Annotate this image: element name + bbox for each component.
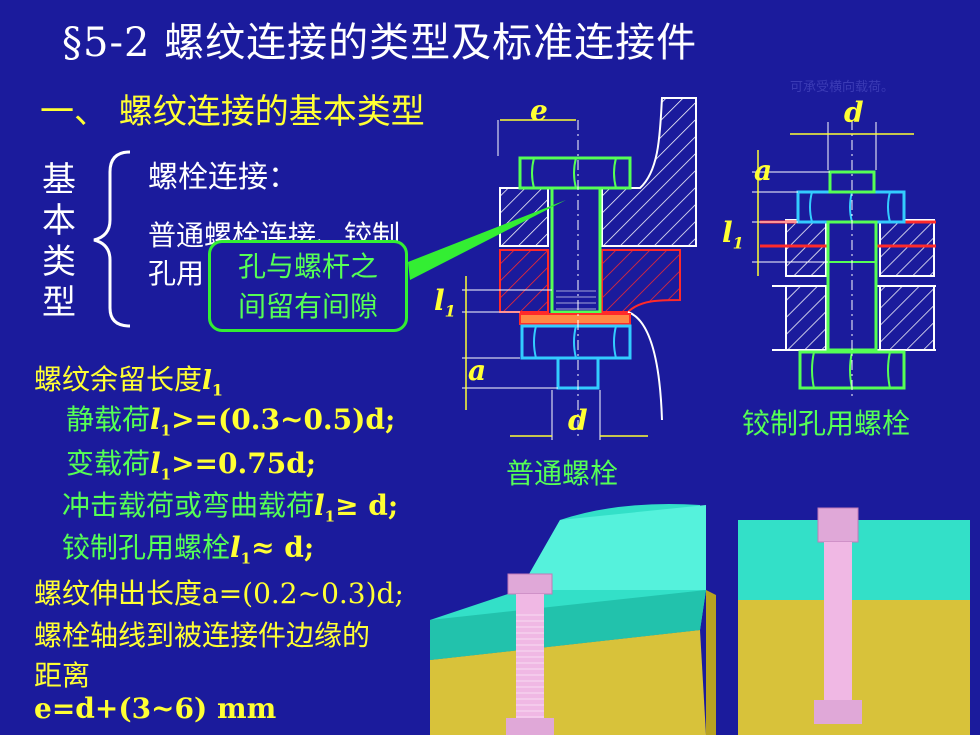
edge-distance-line1: 螺栓轴线到被连接件边缘的 — [34, 619, 371, 652]
edge-distance-line2: 距离 — [34, 659, 91, 692]
callout-pointer — [408, 200, 566, 280]
render-reamed-bolt — [738, 507, 970, 735]
label-d-reamed: d — [844, 96, 864, 129]
vertical-category-label: 基本类型 — [42, 160, 76, 323]
nut — [520, 324, 632, 360]
reamed-bolt-drawing — [752, 120, 936, 400]
label-a-reamed: a — [754, 154, 773, 187]
label-a-common: a — [468, 354, 487, 387]
washer — [519, 313, 631, 325]
bolt-connection-heading: 螺栓连接： — [148, 160, 298, 195]
variable-load-rule: 变载荷l1>=0.75d; — [66, 447, 317, 484]
thread-protrusion-rule: 螺纹伸出长度a=(0.2~0.3)d; — [34, 577, 404, 610]
lower-plate-left — [499, 249, 549, 313]
label-l1-reamed: l1 — [722, 216, 744, 253]
caption-common-bolt: 普通螺栓 — [506, 457, 619, 490]
impact-load-rule: 冲击载荷或弯曲载荷l1≥ d; — [62, 489, 399, 526]
upper-plate-right — [601, 97, 697, 247]
render-common-bolt — [430, 504, 716, 735]
bolt-type-line2: 孔用 — [148, 257, 205, 290]
section-subtitle: 一、 螺纹连接的基本类型 — [40, 92, 425, 132]
caption-reamed-bolt: 铰制孔用螺栓 — [742, 407, 911, 440]
lower-plate-right — [601, 249, 681, 313]
thread-remaining-heading: 螺纹余留长度l1 — [34, 363, 224, 400]
gap-callout: 孔与螺杆之 间留有间隙 — [208, 240, 408, 332]
label-d-common: d — [568, 404, 588, 437]
faint-note: 可承受横向载荷。 — [790, 80, 895, 95]
common-bolt-drawing — [462, 97, 697, 440]
page-title: §5-2 螺纹连接的类型及标准连接件 — [62, 20, 698, 66]
label-e: e — [530, 94, 548, 127]
reamed-bolt-rule: 铰制孔用螺栓l1≈ d; — [62, 531, 315, 568]
static-load-rule: 静载荷l1>=(0.3~0.5)d; — [66, 403, 396, 440]
label-l1-common: l1 — [434, 284, 456, 321]
edge-distance-formula: e=d+(3~6) mm — [34, 692, 277, 725]
